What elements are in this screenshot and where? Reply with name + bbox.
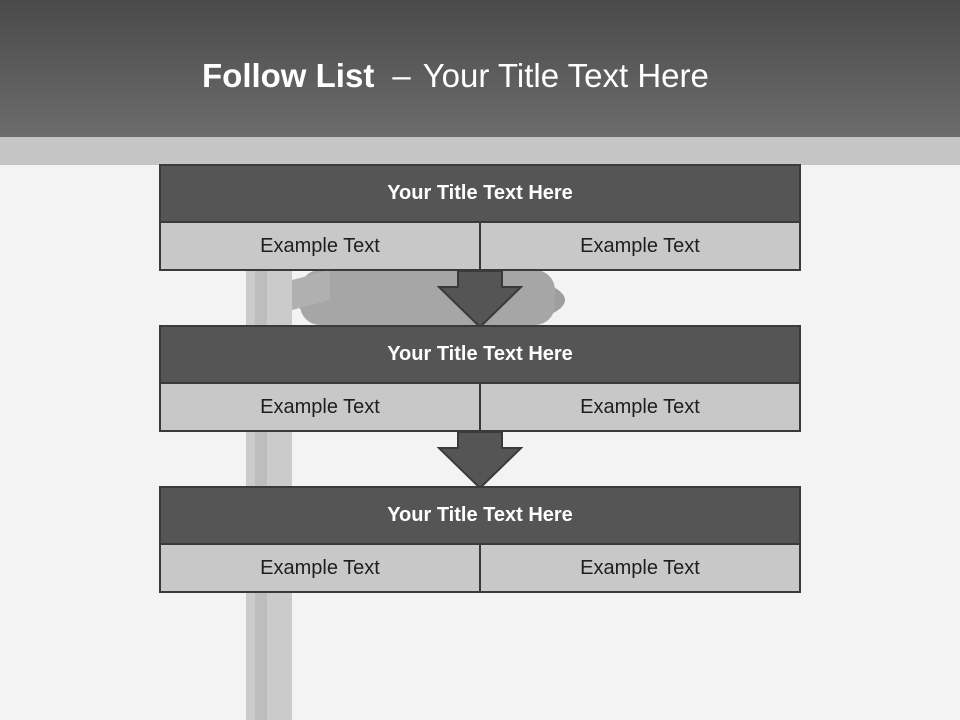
down-arrow-icon: [437, 270, 523, 328]
block-title: Your Title Text Here: [161, 327, 799, 384]
block-title: Your Title Text Here: [161, 166, 799, 223]
block-row: Example Text Example Text: [161, 545, 799, 591]
list-block-1: Your Title Text Here Example Text Exampl…: [159, 164, 801, 271]
block-row: Example Text Example Text: [161, 384, 799, 430]
block-cell-left: Example Text: [161, 545, 479, 591]
block-title: Your Title Text Here: [161, 488, 799, 545]
block-row: Example Text Example Text: [161, 223, 799, 269]
slide-header: [0, 0, 960, 137]
slide-title-rest: Your Title Text Here: [422, 57, 709, 94]
block-cell-right: Example Text: [479, 545, 799, 591]
header-strip: [0, 137, 960, 165]
block-cell-left: Example Text: [161, 223, 479, 269]
list-block-2: Your Title Text Here Example Text Exampl…: [159, 325, 801, 432]
slide-title-separator: –: [392, 57, 411, 94]
list-block-3: Your Title Text Here Example Text Exampl…: [159, 486, 801, 593]
block-cell-left: Example Text: [161, 384, 479, 430]
slide-title-bold: Follow List: [202, 57, 375, 94]
down-arrow-icon: [437, 431, 523, 489]
block-cell-right: Example Text: [479, 384, 799, 430]
slide-title: Follow List–Your Title Text Here: [202, 56, 709, 96]
block-cell-right: Example Text: [479, 223, 799, 269]
